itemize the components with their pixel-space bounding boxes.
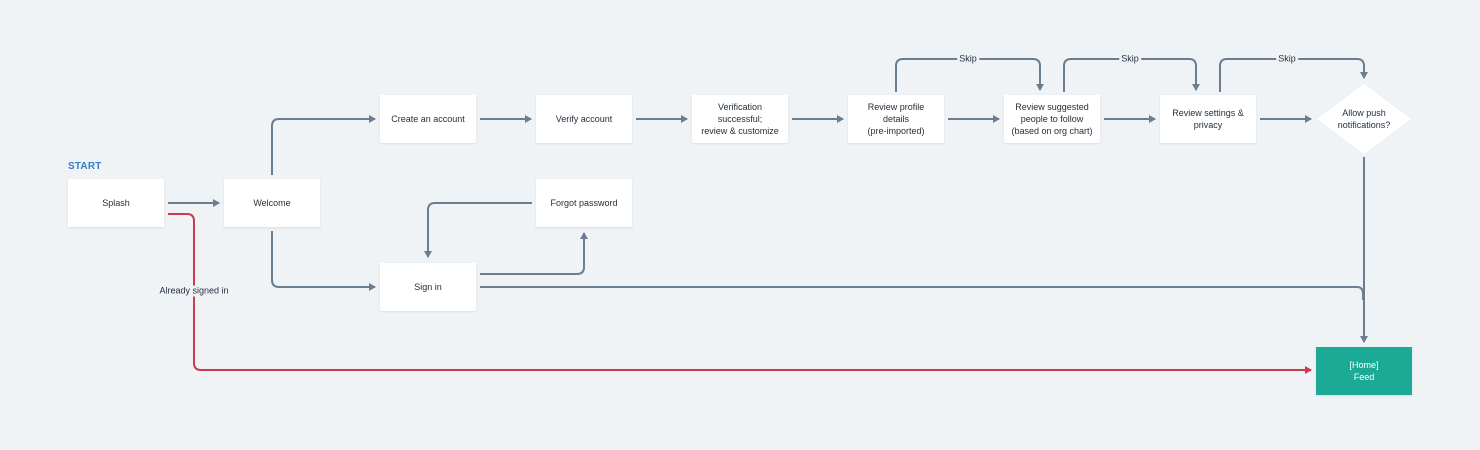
- edge-welcome-create-account: [271, 115, 376, 175]
- edge-already-signed-in: [168, 213, 1312, 374]
- edge-welcome-sign-in: [271, 231, 376, 291]
- node-welcome[interactable]: Welcome: [224, 179, 320, 227]
- node-home-feed[interactable]: [Home] Feed: [1316, 347, 1412, 395]
- label-skip-profile: Skip: [957, 53, 979, 65]
- label-already-signed-in: Already signed in: [157, 285, 231, 297]
- node-sign-in[interactable]: Sign in: [380, 263, 476, 311]
- allow-push-label: Allow push notifications?: [1337, 108, 1391, 130]
- node-allow-push[interactable]: Allow push notifications?: [1316, 83, 1412, 155]
- node-verification-successful[interactable]: Verification successful; review & custom…: [692, 95, 788, 143]
- label-skip-settings: Skip: [1276, 53, 1298, 65]
- node-splash[interactable]: Splash: [68, 179, 164, 227]
- edge-forgot-sign-in: [424, 202, 532, 258]
- node-review-profile[interactable]: Review profile details (pre-imported): [848, 95, 944, 143]
- edge-sign-in-home: [480, 286, 1364, 300]
- node-review-settings[interactable]: Review settings & privacy: [1160, 95, 1256, 143]
- start-label: START: [68, 161, 102, 172]
- node-review-suggested[interactable]: Review suggested people to follow (based…: [1004, 95, 1100, 143]
- diamond-shape: [1317, 84, 1411, 154]
- label-skip-suggested: Skip: [1119, 53, 1141, 65]
- node-forgot-password[interactable]: Forgot password: [536, 179, 632, 227]
- node-verify-account[interactable]: Verify account: [536, 95, 632, 143]
- node-create-account[interactable]: Create an account: [380, 95, 476, 143]
- edge-sign-in-forgot: [480, 232, 588, 275]
